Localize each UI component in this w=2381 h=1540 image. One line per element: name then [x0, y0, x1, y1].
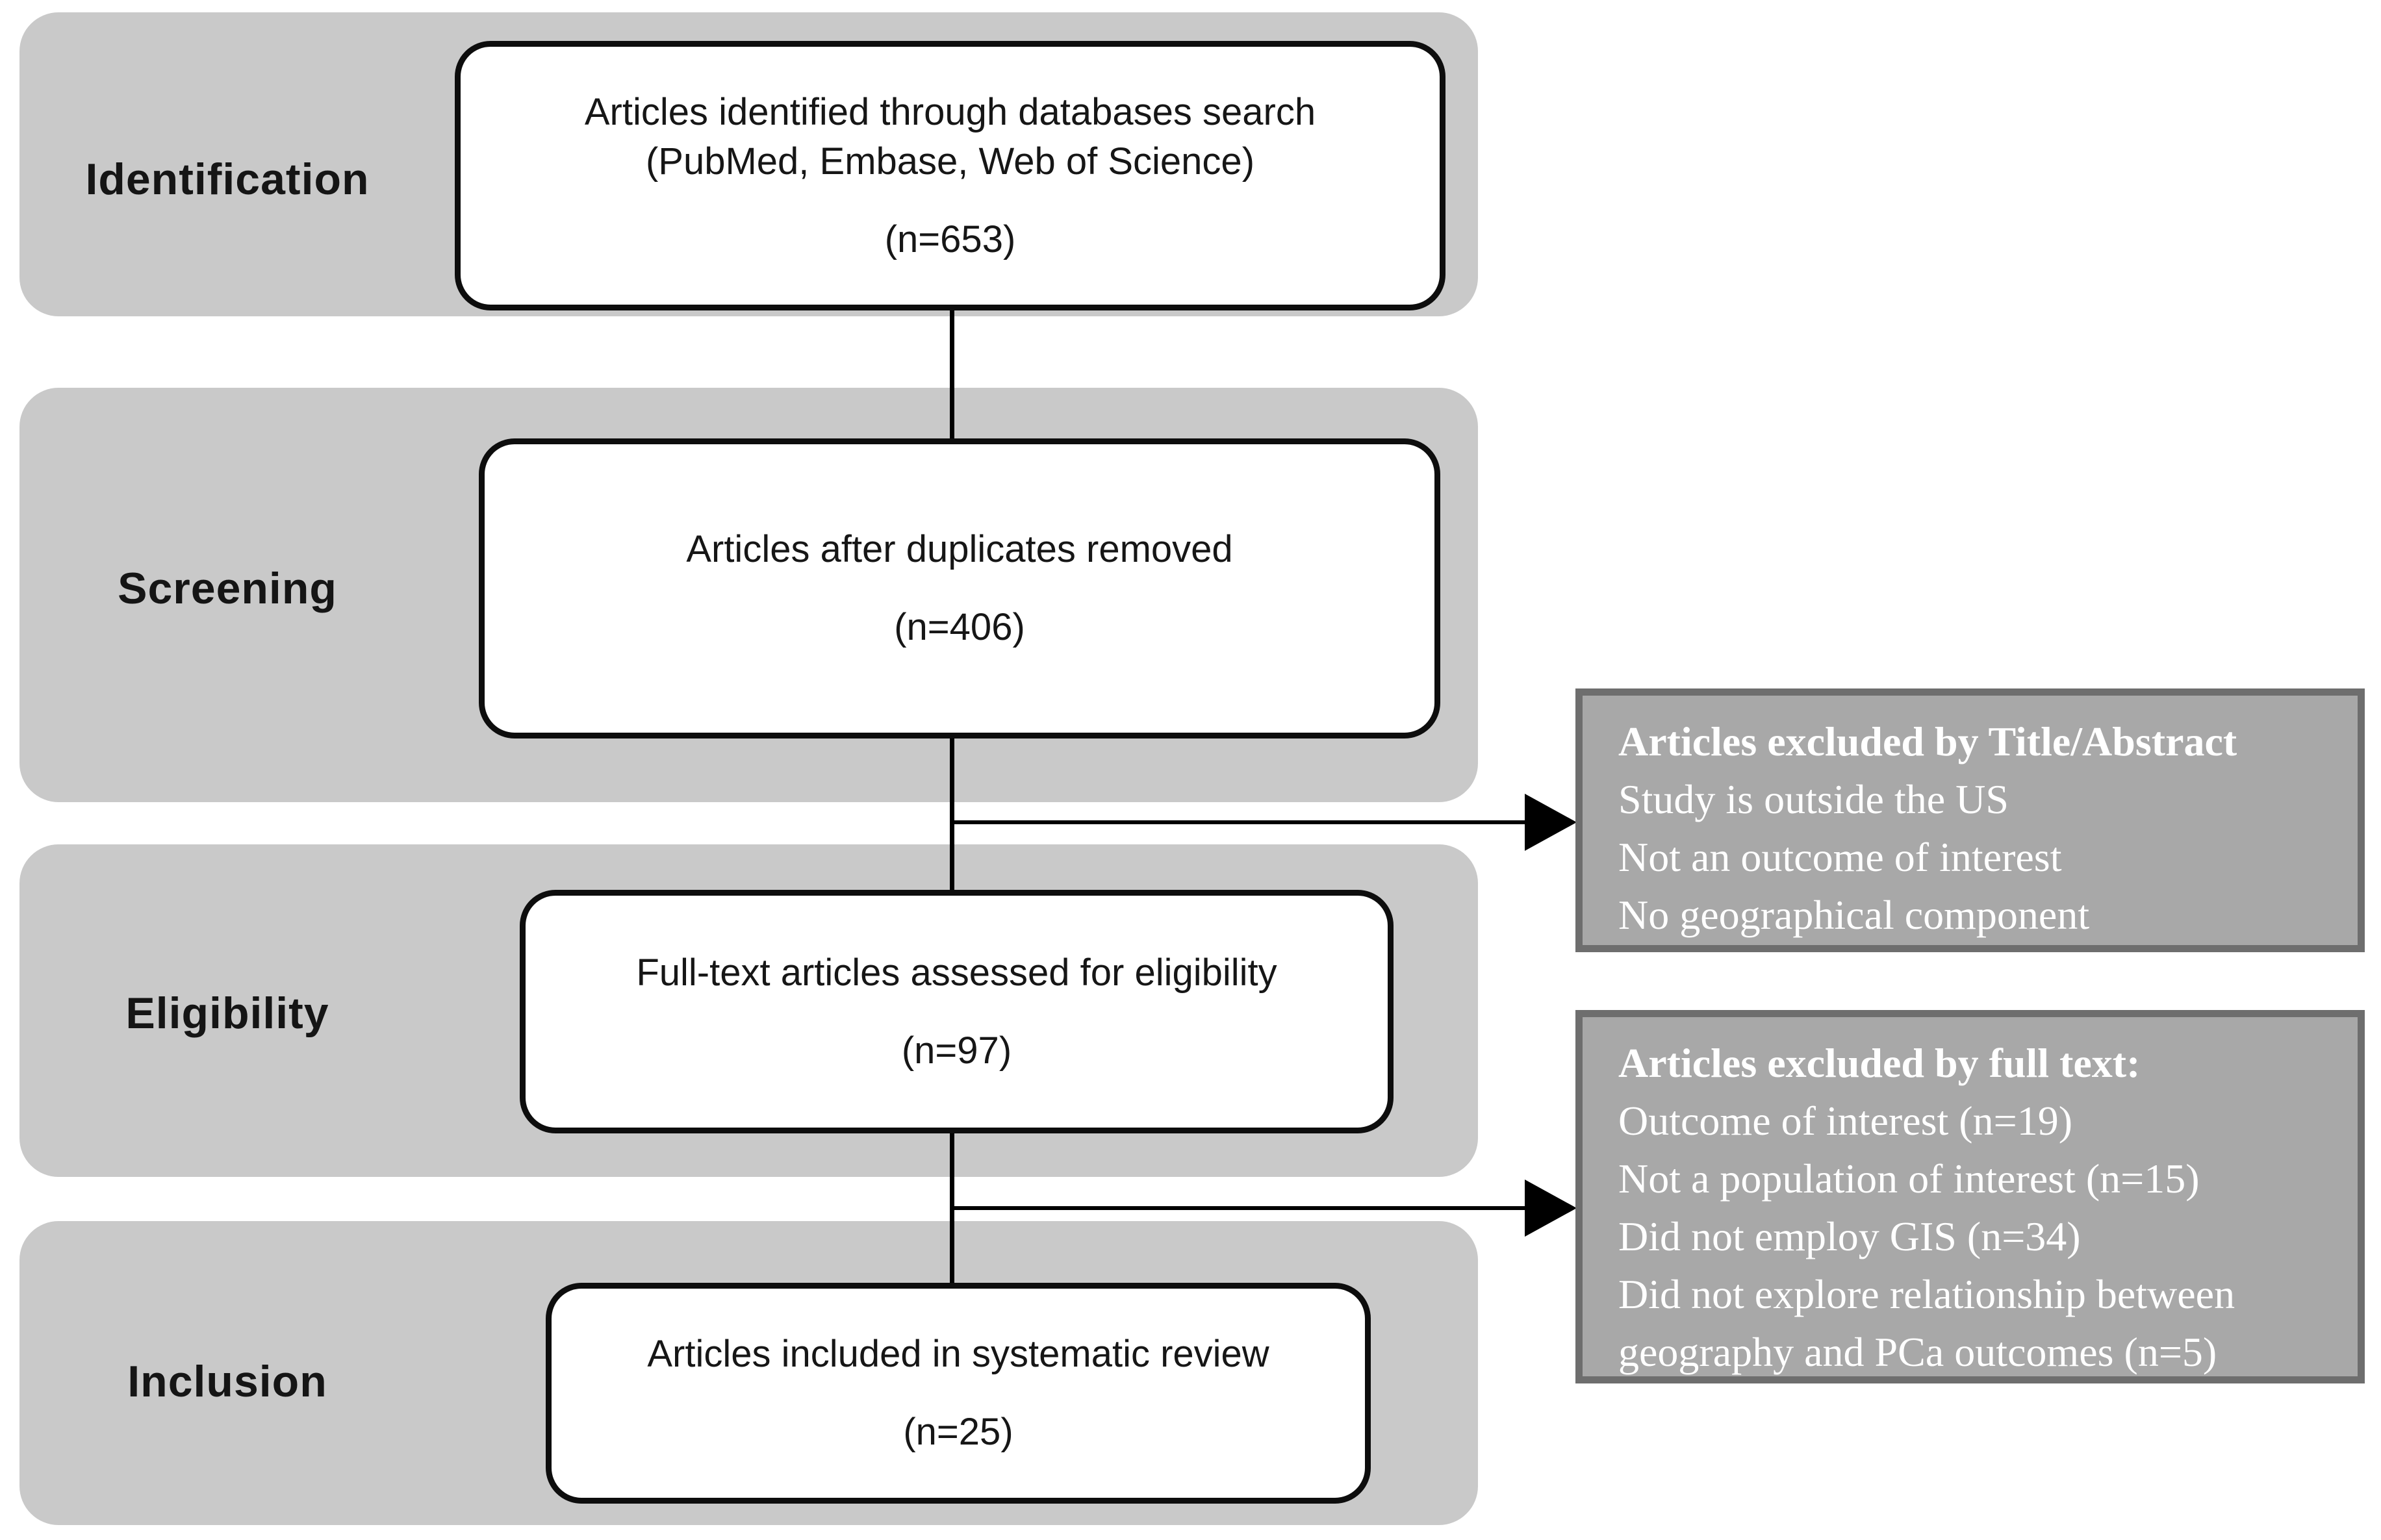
stage-label-screening: Screening [118, 564, 337, 613]
flow-box-count: (n=97) [901, 1029, 1012, 1072]
stage-label-eligibility: Eligibility [125, 989, 329, 1038]
arrow-right-icon [1525, 794, 1577, 851]
flow-box-text-line: Articles included in systematic review [647, 1333, 1269, 1375]
arrow-right-icon [1525, 1180, 1577, 1237]
connector-to-exclusion-fulltext [950, 1206, 1530, 1210]
flow-box-text-line: Full-text articles assessed for eligibil… [636, 951, 1277, 994]
exclusion-item: Did not employ GIS (n=34) [1618, 1213, 2081, 1259]
flow-box-articles-identified: Articles identified through databases se… [455, 41, 1445, 310]
exclusion-item: Did not explore relationship between geo… [1618, 1271, 2235, 1375]
exclusion-box-title-abstract: Articles excluded by Title/Abstract Stud… [1575, 688, 2365, 952]
exclusion-item: Outcome of interest (n=19) [1618, 1098, 2072, 1144]
flow-box-duplicates-removed: Articles after duplicates removed (n=406… [479, 438, 1440, 738]
exclusion-box-title: Articles excluded by Title/Abstract [1618, 718, 2237, 764]
exclusion-item: Not an outcome of interest [1618, 834, 2062, 880]
stage-label-inclusion: Inclusion [127, 1357, 327, 1406]
exclusion-item: Not a population of interest (n=15) [1618, 1155, 2200, 1202]
flow-box-fulltext-assessed: Full-text articles assessed for eligibil… [520, 890, 1394, 1133]
connector-to-exclusion-title-abstract [950, 820, 1530, 824]
exclusion-box-title: Articles excluded by full text: [1618, 1040, 2141, 1086]
flow-box-count: (n=653) [884, 218, 1016, 260]
flow-box-count: (n=406) [894, 606, 1025, 648]
flow-box-text-line: Articles after duplicates removed [686, 528, 1233, 570]
exclusion-item: No geographical component [1618, 892, 2090, 938]
stage-label-identification: Identification [85, 155, 370, 204]
exclusion-box-fulltext: Articles excluded by full text: Outcome … [1575, 1010, 2365, 1383]
connector-identified-to-deduped [950, 310, 954, 438]
flow-box-count: (n=25) [903, 1411, 1013, 1453]
flow-box-articles-included: Articles included in systematic review (… [546, 1283, 1371, 1504]
flow-box-text-line: Articles identified through databases se… [584, 90, 1316, 133]
connector-deduped-to-fulltext [950, 738, 954, 890]
flow-box-text-line: (PubMed, Embase, Web of Science) [645, 140, 1255, 183]
exclusion-item: Study is outside the US [1618, 776, 2009, 822]
